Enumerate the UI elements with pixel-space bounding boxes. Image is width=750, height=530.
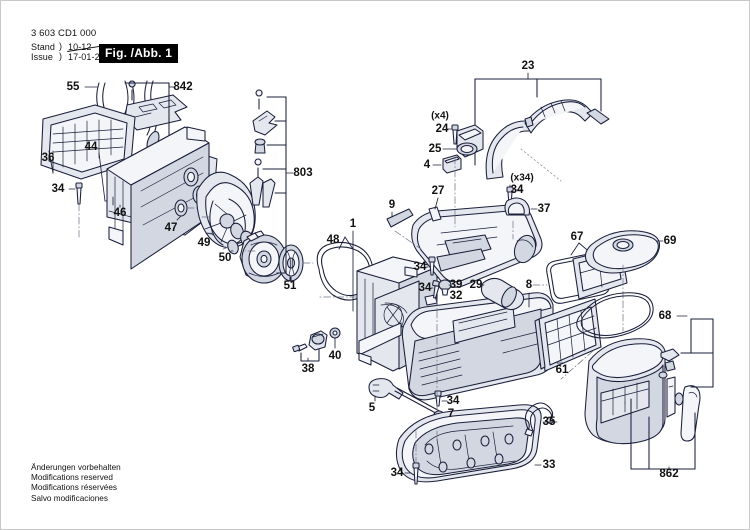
part-callout-7[interactable]: 7 <box>447 408 455 420</box>
group-inner-seal <box>576 292 654 339</box>
footer-line-en: Modifications reserved <box>31 473 113 483</box>
revision-brace: ) ) <box>59 41 63 61</box>
part-callout-24[interactable]: 24 <box>435 123 449 135</box>
group-parts-24-25-4 <box>432 124 484 218</box>
group-screw-34-left <box>68 182 83 238</box>
part-callout-37[interactable]: 37 <box>537 203 551 215</box>
part-number: 3 603 CD1 000 <box>31 28 97 39</box>
issue-label: Issue <box>31 51 54 62</box>
group-parts-39-29 <box>425 256 525 312</box>
group-parts-38-40 <box>292 327 341 362</box>
date-current: 17-01-23 <box>68 51 105 62</box>
footer-line-es: Salvo modificaciones <box>31 493 108 503</box>
part-callout-34e[interactable]: 34 <box>446 395 460 407</box>
part-callout-44[interactable]: 44 <box>84 141 98 153</box>
footer-line-fr: Modifications réservées <box>31 483 118 493</box>
group-handles-23 <box>474 72 610 180</box>
part-callout-5[interactable]: 5 <box>368 402 376 414</box>
part-callout-34b[interactable]: 34 <box>413 261 427 273</box>
revision-labels: Stand Issue <box>31 42 56 62</box>
part-callout-49[interactable]: 49 <box>197 237 211 249</box>
group-bracket-68 <box>658 315 714 388</box>
stand-label: Stand <box>31 42 56 52</box>
group-bracket-803 <box>249 89 294 274</box>
part-callout-61[interactable]: 61 <box>555 364 569 376</box>
part-callout-67[interactable]: 67 <box>570 231 584 243</box>
group-clip-35 <box>524 402 558 437</box>
group-lid-69 <box>584 230 664 302</box>
group-tank-32 <box>401 292 554 401</box>
group-connector-lines <box>196 148 624 442</box>
part-callout-38[interactable]: 38 <box>301 363 315 375</box>
part-callout-33[interactable]: 33 <box>542 459 556 471</box>
part-callout-4[interactable]: 4 <box>423 159 431 171</box>
group-motor-51 <box>239 230 302 284</box>
quantity-marker-qx34: (x34) <box>510 172 534 184</box>
group-filter-36 <box>40 104 136 180</box>
brace-top: ) <box>59 41 63 51</box>
part-callout-48[interactable]: 48 <box>326 234 340 246</box>
part-callout-69[interactable]: 69 <box>663 235 677 247</box>
part-callout-35[interactable]: 35 <box>542 416 556 428</box>
part-callout-803[interactable]: 803 <box>293 167 313 179</box>
part-callout-55[interactable]: 55 <box>66 81 80 93</box>
group-parts-34-37 <box>504 184 538 240</box>
part-callout-51[interactable]: 51 <box>283 280 297 292</box>
part-callout-50[interactable]: 50 <box>218 252 232 264</box>
group-screw-34-bottom <box>404 430 420 485</box>
part-callout-34f[interactable]: 34 <box>390 467 404 479</box>
part-callout-47[interactable]: 47 <box>164 222 178 234</box>
part-callout-862[interactable]: 862 <box>659 468 679 480</box>
group-strip-9 <box>386 208 422 250</box>
brace-bottom: ) <box>59 50 63 61</box>
part-callout-29[interactable]: 29 <box>469 279 483 291</box>
part-callout-842[interactable]: 842 <box>173 81 193 93</box>
date-superseded: 10-12 <box>68 42 105 53</box>
revision-dates: 10-12 17-01-23 <box>68 42 105 62</box>
part-callout-9[interactable]: 9 <box>388 199 396 211</box>
figure-badge: Fig. /Abb. 1 <box>99 44 179 63</box>
part-callout-40[interactable]: 40 <box>328 350 342 362</box>
part-callout-46[interactable]: 46 <box>113 207 127 219</box>
group-base-33 <box>395 404 542 483</box>
part-callout-25[interactable]: 25 <box>428 143 442 155</box>
part-callout-32[interactable]: 32 <box>449 290 463 302</box>
part-callout-27[interactable]: 27 <box>431 185 445 197</box>
footer-disclaimer: Änderungen vorbehalten Modifications res… <box>31 463 121 504</box>
group-tank-top-27 <box>411 197 543 288</box>
part-callout-34a[interactable]: 34 <box>51 183 65 195</box>
quantity-marker-qx4: (x4) <box>431 110 449 122</box>
group-container-862 <box>584 338 701 470</box>
part-callout-8[interactable]: 8 <box>525 279 533 291</box>
group-fan-disc <box>278 244 304 283</box>
footer-line-de: Änderungen vorbehalten <box>31 463 121 472</box>
part-callout-1[interactable]: 1 <box>349 218 357 230</box>
part-callout-34c[interactable]: 34 <box>418 282 432 294</box>
part-callout-39[interactable]: 39 <box>449 279 463 291</box>
part-callout-36[interactable]: 36 <box>41 152 55 164</box>
part-callout-68[interactable]: 68 <box>658 310 672 322</box>
part-callout-23[interactable]: 23 <box>521 60 535 72</box>
part-callout-34d[interactable]: 34 <box>510 184 524 196</box>
